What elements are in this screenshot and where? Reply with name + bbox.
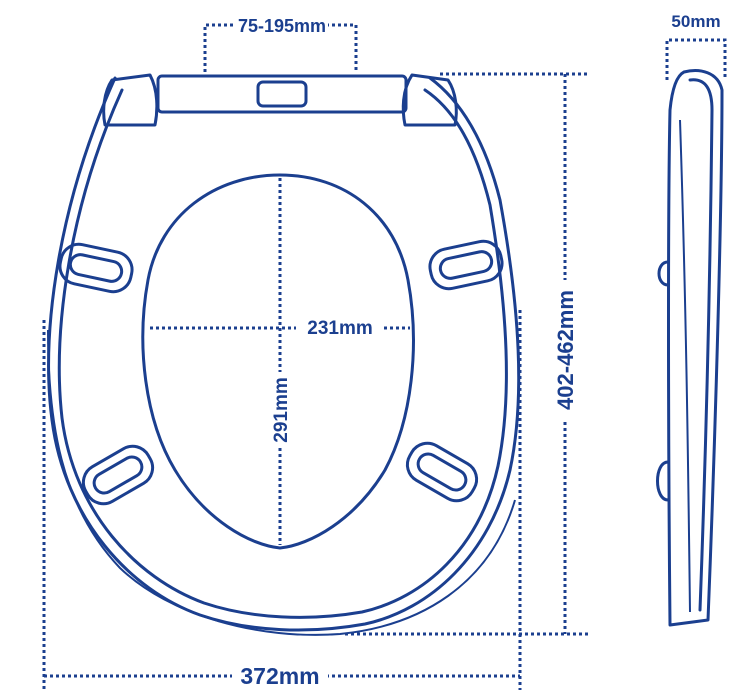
hinge-slot — [256, 80, 308, 108]
label-bg-thickness — [670, 10, 722, 32]
side-profile-inner — [688, 78, 714, 612]
label-hinge-spacing: 75-195mm — [238, 16, 326, 36]
side-profile-outer — [667, 69, 724, 627]
seat-lower-edge — [47, 329, 516, 636]
label-thickness: 50mm — [671, 12, 720, 31]
label-seat-length: 402-462mm — [553, 290, 578, 410]
label-opening-width: 231mm — [307, 318, 373, 339]
bumper-upper-right — [428, 239, 504, 291]
seat-opening — [141, 173, 415, 550]
label-seat-width: 372mm — [240, 663, 319, 689]
seat-side-view — [656, 69, 724, 627]
side-bumper-lower — [656, 460, 670, 502]
side-profile-mid — [679, 119, 691, 613]
seat-top-view — [47, 73, 521, 636]
bumper-upper-left — [58, 242, 134, 294]
seat-inner-rim — [57, 88, 508, 619]
label-bg-seat-width — [232, 662, 328, 690]
dim-thickness-line — [665, 38, 727, 80]
dim-seat-length-line — [345, 72, 590, 636]
left-hinge-block — [102, 73, 159, 127]
dim-seat-width-line — [42, 310, 522, 690]
label-bg-hinge — [236, 14, 328, 38]
side-bumper-upper — [657, 260, 670, 287]
bumper-lower-left — [81, 444, 155, 506]
label-bg-seat-length — [552, 280, 578, 420]
label-bg-opening-length — [268, 372, 292, 448]
bumper-lower-right — [405, 441, 479, 503]
right-hinge-block — [401, 73, 458, 127]
label-bg-opening-width — [296, 316, 384, 340]
label-opening-length: 291mm — [271, 377, 292, 443]
